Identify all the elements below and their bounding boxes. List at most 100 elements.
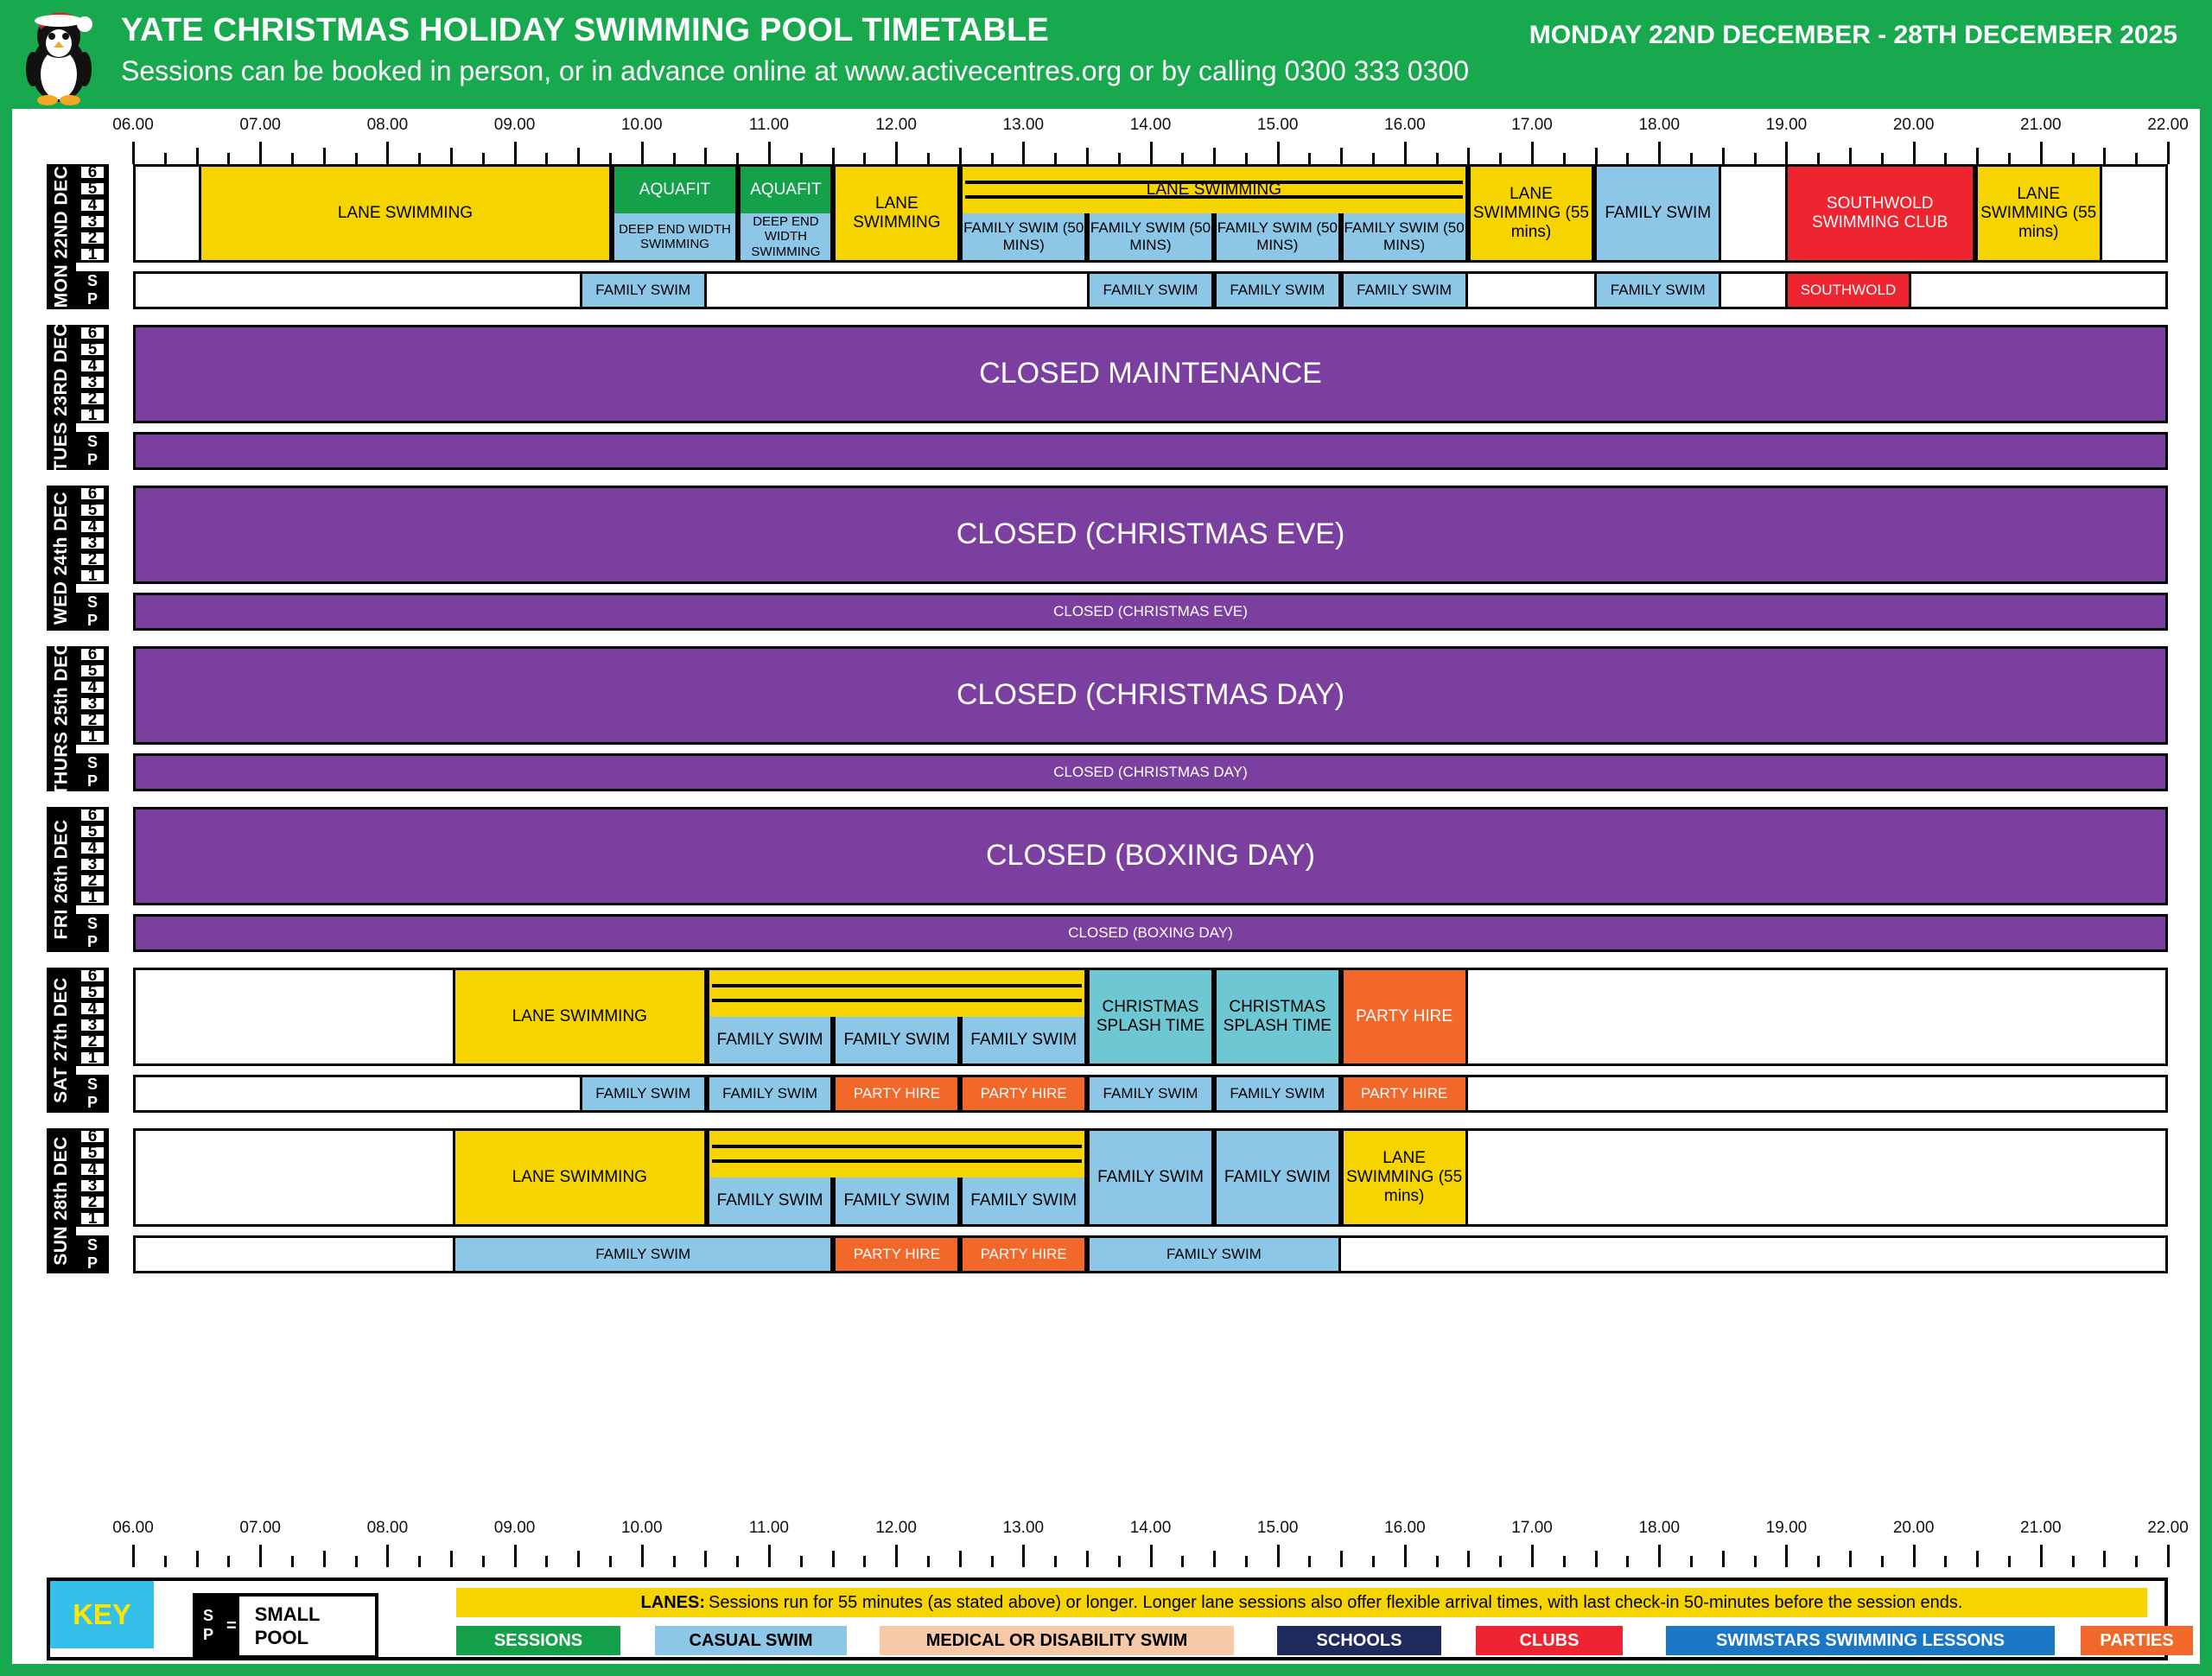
session-block[interactable]: LANE SWIMMING (55 mins) (1974, 167, 2102, 260)
axis-tick (608, 153, 612, 164)
lane-number: 6 (79, 163, 105, 181)
axis-label: 08.00 (366, 116, 409, 134)
session-block[interactable]: LANE SWIMMING (199, 167, 612, 260)
small-pool-session-block[interactable]: FAMILY SWIM (1087, 1077, 1214, 1110)
session-block[interactable]: FAMILY SWIM (833, 1178, 961, 1224)
session-block[interactable]: LANE SWIMMING (833, 167, 961, 260)
session-block[interactable]: FAMILY SWIM (1594, 167, 1722, 260)
axis-tick (418, 153, 422, 164)
session-block[interactable]: LANE SWIMMING (453, 970, 707, 1063)
session-block[interactable]: FAMILY SWIM (1213, 1131, 1341, 1224)
axis-tick (1244, 153, 1248, 164)
small-pool-session-block[interactable]: SOUTHWOLD (1784, 274, 1912, 307)
session-block[interactable]: FAMILY SWIM (706, 1178, 834, 1224)
lane-number: 4 (79, 1160, 105, 1178)
session-block[interactable] (706, 1131, 1088, 1178)
axis-label: 16.00 (1384, 1519, 1426, 1537)
axis-label: 14.00 (1129, 116, 1172, 134)
session-block[interactable]: LANE SWIMMING (453, 1131, 707, 1224)
session-block[interactable]: DEEP END WIDTH SWIMMING (611, 213, 739, 260)
small-pool-session-block[interactable]: FAMILY SWIM (453, 1238, 834, 1271)
small-pool-session-block[interactable]: PARTY HIRE (960, 1077, 1088, 1110)
small-pool-session-block[interactable]: FAMILY SWIM (706, 1077, 834, 1110)
lane-divider-rule (965, 181, 1463, 185)
axis-tick (704, 148, 708, 164)
axis-tick (1976, 148, 1980, 164)
axis-tick (513, 142, 517, 164)
small-pool-session-block[interactable]: FAMILY SWIM (1087, 1238, 1341, 1271)
session-block[interactable]: AQUAFIT (611, 167, 739, 213)
day-label: SUN 28th DEC (47, 1128, 76, 1273)
axis-label: 11.00 (748, 116, 790, 134)
small-pool-track: CLOSED (CHRISTMAS EVE) (133, 593, 2168, 631)
small-pool-session-block[interactable]: PARTY HIRE (960, 1238, 1088, 1271)
small-pool-line2: POOL (254, 1627, 309, 1648)
session-block[interactable]: CHRISTMAS SPLASH TIME (1213, 970, 1341, 1063)
axis-tick (2008, 1556, 2012, 1567)
lane-number: 4 (79, 678, 105, 696)
axis-label: 12.00 (875, 1519, 917, 1537)
closed-banner-small-pool: CLOSED (CHRISTMAS EVE) (136, 595, 2165, 628)
session-block[interactable]: FAMILY SWIM (1087, 1131, 1214, 1224)
session-block[interactable]: PARTY HIRE (1340, 970, 1468, 1063)
session-block[interactable] (706, 970, 1088, 1017)
small-pool-session-block[interactable]: PARTY HIRE (1340, 1077, 1468, 1110)
lane-number: 3 (79, 855, 105, 873)
axis-tick (1817, 153, 1821, 164)
axis-tick (513, 1545, 517, 1567)
session-block[interactable]: DEEP END WIDTH SWIMMING (738, 213, 834, 260)
axis-tick (1244, 1556, 1248, 1567)
session-block[interactable]: LANE SWIMMING (960, 167, 1468, 213)
axis-tick (386, 1545, 390, 1567)
axis-label: 16.00 (1384, 116, 1426, 134)
small-pool-line1: SMALL (254, 1603, 321, 1625)
axis-tick (1499, 1556, 1503, 1567)
axis-label: 18.00 (1638, 1519, 1681, 1537)
axis-tick (1944, 153, 1948, 164)
small-pool-session-block[interactable]: FAMILY SWIM (579, 274, 707, 307)
lane-number: 4 (79, 196, 105, 214)
session-block[interactable]: FAMILY SWIM (960, 1017, 1088, 1063)
legend-item: CASUAL SWIM (655, 1626, 847, 1655)
axis-tick (1054, 1556, 1058, 1567)
small-pool-session-block[interactable]: FAMILY SWIM (1213, 1077, 1341, 1110)
lane-number: 2 (79, 550, 105, 568)
axis-tick (831, 1551, 835, 1567)
small-pool-session-block[interactable]: FAMILY SWIM (579, 1077, 707, 1110)
day-label: WED 24th DEC (47, 486, 76, 631)
axis-tick (608, 1556, 612, 1567)
axis-label: 10.00 (620, 1519, 663, 1537)
lane-number: 1 (79, 567, 105, 585)
axis-tick (1690, 1556, 1694, 1567)
lane-number: 5 (79, 1144, 105, 1162)
axis-label: 19.00 (1765, 1519, 1808, 1537)
session-block[interactable]: FAMILY SWIM (50 MINS) (1340, 213, 1468, 260)
lane-number: 5 (79, 501, 105, 519)
lane-number: 3 (79, 1177, 105, 1195)
session-block[interactable]: AQUAFIT (738, 167, 834, 213)
small-pool-session-block[interactable]: FAMILY SWIM (1340, 274, 1468, 307)
session-block[interactable]: FAMILY SWIM (960, 1178, 1088, 1224)
day-label: MON 22ND DEC (47, 164, 76, 309)
axis-tick (990, 153, 994, 164)
small-pool-session-block[interactable]: FAMILY SWIM (1594, 274, 1722, 307)
session-block[interactable]: CHRISTMAS SPLASH TIME (1087, 970, 1214, 1063)
session-block[interactable]: FAMILY SWIM (50 MINS) (1213, 213, 1341, 260)
session-block[interactable]: FAMILY SWIM (706, 1017, 834, 1063)
lane-number: 4 (79, 839, 105, 857)
small-pool-session-block[interactable]: FAMILY SWIM (1213, 274, 1341, 307)
small-pool-session-block[interactable]: PARTY HIRE (833, 1238, 961, 1271)
session-block[interactable]: FAMILY SWIM (50 MINS) (1087, 213, 1214, 260)
session-block[interactable]: FAMILY SWIM (833, 1017, 961, 1063)
session-block[interactable]: FAMILY SWIM (50 MINS) (960, 213, 1088, 260)
session-block[interactable]: LANE SWIMMING (55 mins) (1340, 1131, 1468, 1224)
session-block[interactable]: SOUTHWOLD SWIMMING CLUB (1784, 167, 1975, 260)
session-block[interactable]: LANE SWIMMING (55 mins) (1467, 167, 1595, 260)
small-pool-session-block[interactable]: FAMILY SWIM (1087, 274, 1214, 307)
small-pool-session-block[interactable]: PARTY HIRE (833, 1077, 961, 1110)
axis-tick (1213, 1551, 1217, 1567)
